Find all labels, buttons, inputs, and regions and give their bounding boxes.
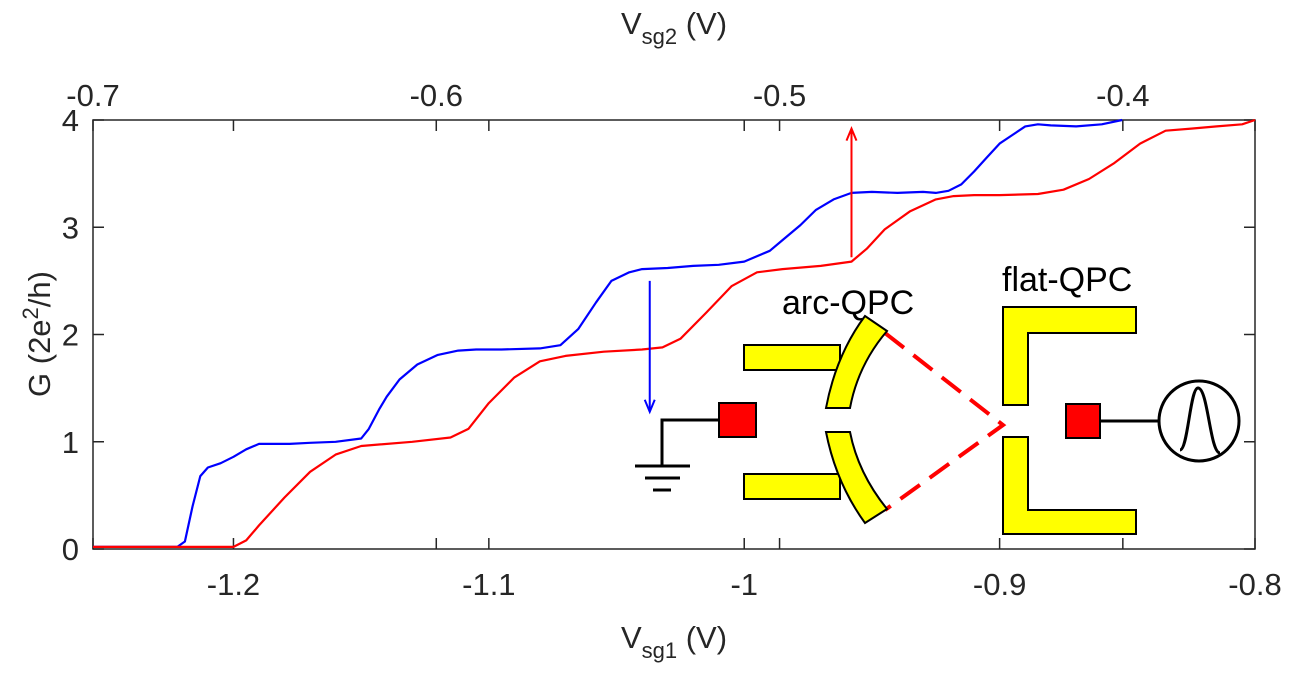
series-layer (93, 118, 1256, 549)
x-tick-label: -1 (730, 567, 758, 602)
y-axis-label: G (2e2/h) (18, 271, 57, 397)
x-tick-label: -0.8 (1228, 567, 1281, 602)
arrow-1 (845, 125, 858, 258)
dashed-connection (883, 331, 1007, 512)
x-tick-label: -0.9 (973, 567, 1026, 602)
x2-tick-label: -0.4 (1096, 78, 1149, 113)
x-tick-label: -1.1 (462, 567, 515, 602)
x-axis-label: Vsg1 (V) (621, 620, 727, 663)
x2-tick-label: -0.5 (753, 78, 806, 113)
y-tick-label: 4 (62, 103, 79, 138)
right-contact (1065, 403, 1101, 439)
arc-gate-bottom-arc (824, 431, 889, 525)
y-tick-label: 1 (62, 425, 79, 460)
ac-source-icon (1157, 379, 1241, 463)
x-tick-label: -1.2 (207, 567, 260, 602)
x2-tick-label: -0.6 (410, 78, 463, 113)
arrow-0 (643, 280, 656, 415)
left-contact (718, 402, 757, 438)
flat-gate-top (1002, 306, 1137, 406)
ground-icon (635, 464, 690, 492)
y-tick-label: 2 (62, 318, 79, 353)
qpc-schematic-inset: arc-QPC flat-QPC (635, 261, 1241, 535)
x2-axis-label: Vsg2 (V) (621, 6, 727, 49)
plot-frame (92, 119, 1256, 550)
series-line-1 (93, 118, 1256, 549)
series-line-0 (93, 118, 1123, 549)
arc-gate-top-arc (824, 314, 889, 409)
y-tick-label: 0 (62, 532, 79, 567)
arc-gate-top-bar (743, 344, 841, 371)
flat-gate-bottom (1002, 436, 1137, 535)
flat-qpc-label: flat-QPC (1002, 261, 1132, 299)
axis-ticks: -1.2 -1.1 -1 -0.9 -0.8 -0.7 -0.6 -0.5 -0.4 0 1 2 3 4 (62, 78, 1282, 602)
x2-tick-label: -0.7 (66, 78, 119, 113)
ground-wire (660, 418, 719, 466)
arc-gate-bottom-bar (743, 473, 841, 500)
arc-qpc-label: arc-QPC (782, 284, 914, 322)
y-tick-label: 3 (62, 210, 79, 245)
